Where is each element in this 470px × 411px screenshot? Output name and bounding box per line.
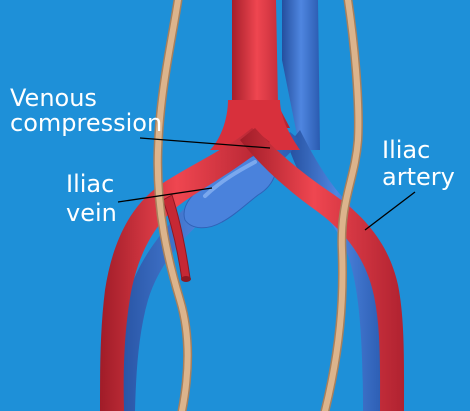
labels: Venous compression Iliac vein Iliac arte… (10, 84, 455, 227)
vena-cava (282, 0, 320, 150)
right-iliac-vein (288, 130, 385, 411)
branch-cut-end (181, 276, 191, 282)
artery-system (100, 0, 405, 411)
left-ureter-fill (154, 0, 191, 411)
leader-iliac-vein (117, 187, 213, 203)
label-venous-compression-line1: Venous (10, 84, 97, 112)
leader-lines (117, 137, 416, 231)
right-ureter-fill (322, 0, 362, 411)
left-iliac-artery (100, 128, 270, 411)
leader-iliac-artery (364, 191, 416, 231)
aortic-bifurcation (210, 100, 300, 150)
label-iliac-artery-line2: artery (382, 163, 455, 191)
leader-venous-compression (139, 137, 271, 149)
ureters (153, 0, 363, 411)
label-venous-compression-line2: compression (10, 109, 162, 137)
label-iliac-vein-line2: vein (66, 199, 117, 227)
vein-highlight (203, 160, 257, 198)
label-iliac-artery-line1: Iliac (382, 136, 430, 164)
aorta (230, 0, 290, 128)
right-iliac-artery (240, 128, 405, 411)
label-iliac-vein-line1: Iliac (66, 170, 114, 198)
